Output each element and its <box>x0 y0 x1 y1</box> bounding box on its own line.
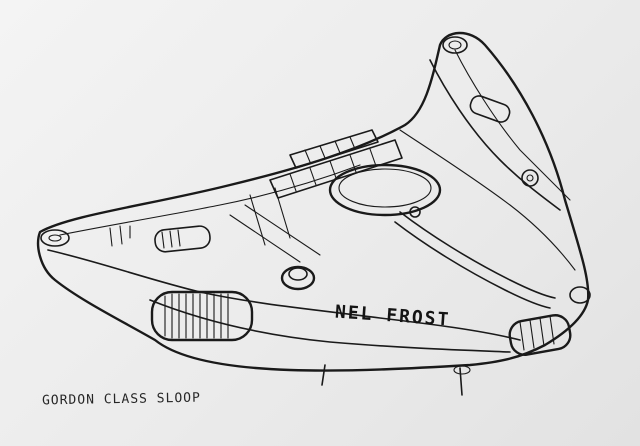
aft-engine-pod <box>508 286 591 356</box>
landing-struts <box>321 364 471 396</box>
upper-wing <box>399 36 576 271</box>
hull-lettering: NEL FROST <box>334 301 451 330</box>
turret <box>280 265 316 291</box>
spine-conduit <box>394 206 556 309</box>
left-wing <box>40 187 321 263</box>
forward-engine-pod <box>150 290 254 342</box>
sketch-caption: GORDON CLASS SLOOP <box>41 390 202 409</box>
central-dome <box>269 129 442 217</box>
